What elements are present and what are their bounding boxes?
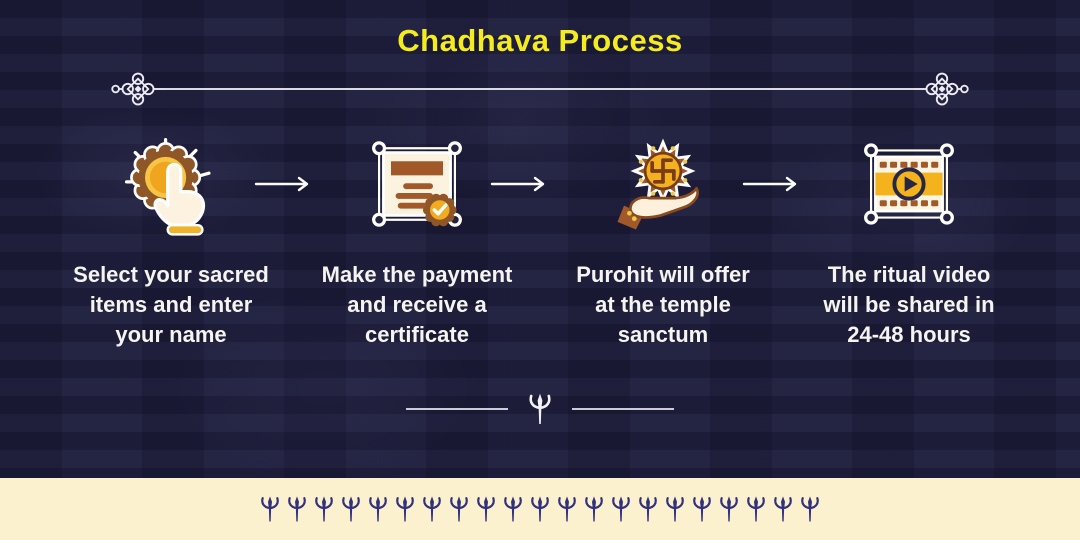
select-items-icon (119, 132, 223, 236)
process-step-2: Make the payment and receive a certifica… (304, 132, 530, 350)
trident-icon (476, 492, 496, 526)
payment-certificate-icon (365, 132, 469, 236)
knot-ornament-right-icon (914, 66, 970, 112)
arrow-right-icon (742, 176, 800, 192)
knot-ornament-left-icon (110, 66, 166, 112)
trident-icon (584, 492, 604, 526)
trident-icon (665, 492, 685, 526)
trident-icon (503, 492, 523, 526)
divider-rule (572, 408, 674, 410)
trident-icon (287, 492, 307, 526)
trident-icon (719, 492, 739, 526)
trident-icon (530, 492, 550, 526)
trident-icon (341, 492, 361, 526)
process-step-4: The ritual video will be shared in 24-48… (796, 132, 1022, 350)
trident-icon (692, 492, 712, 526)
trident-icon (260, 492, 280, 526)
step-caption: Make the payment and receive a certifica… (321, 262, 513, 347)
trident-icon (422, 492, 442, 526)
footer-trident-row (260, 492, 820, 526)
footer-band (0, 478, 1080, 540)
arrow-right-icon (490, 176, 548, 192)
trident-icon (638, 492, 658, 526)
purohit-offering-icon (611, 132, 715, 236)
trishul-divider (0, 392, 1080, 426)
trident-icon (773, 492, 793, 526)
trident-icon (449, 492, 469, 526)
step-caption: Purohit will offer at the temple sanctum (576, 262, 750, 347)
trident-icon (528, 393, 552, 425)
trident-icon (368, 492, 388, 526)
divider-rule (166, 88, 914, 90)
process-step-1: Select your sacred items and enter your … (58, 132, 284, 350)
process-step-3: Purohit will offer at the temple sanctum (550, 132, 776, 350)
steps-row: Select your sacred items and enter your … (0, 132, 1080, 350)
page-title: Chadhava Process (397, 23, 683, 58)
trident-icon (395, 492, 415, 526)
divider-rule (406, 408, 508, 410)
trident-icon (800, 492, 820, 526)
trident-icon (314, 492, 334, 526)
ritual-video-icon (857, 132, 961, 236)
title-divider (110, 66, 970, 112)
step-caption: Select your sacred items and enter your … (73, 262, 269, 347)
trident-icon (557, 492, 577, 526)
trident-icon (746, 492, 766, 526)
trident-icon (611, 492, 631, 526)
step-caption: The ritual video will be shared in 24-48… (823, 262, 995, 347)
arrow-right-icon (254, 176, 312, 192)
